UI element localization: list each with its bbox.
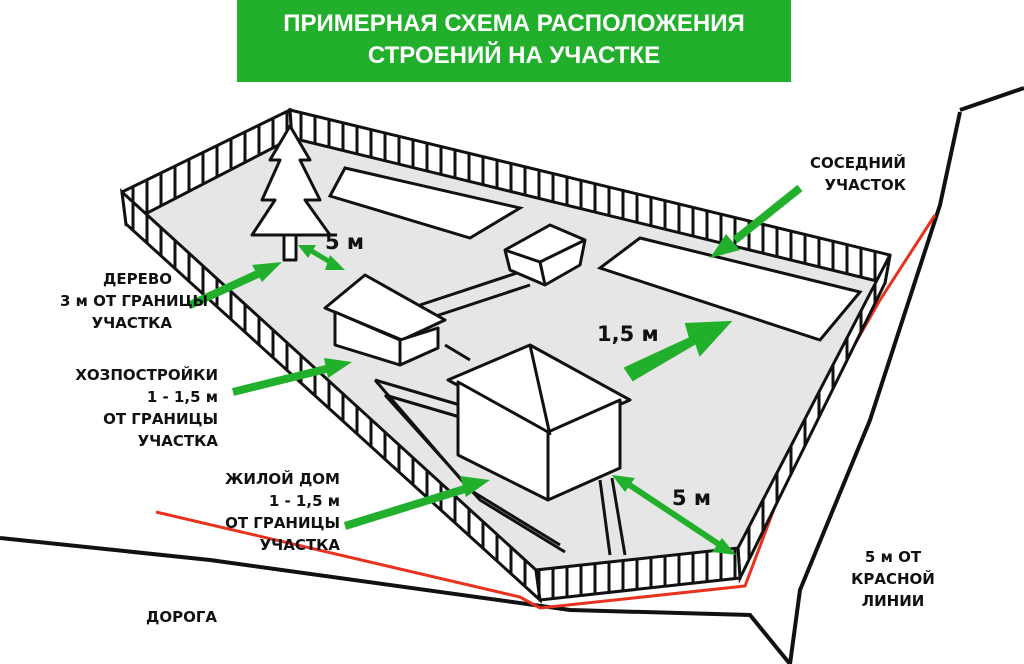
red-line: [155, 214, 937, 610]
label-outbuildings: ХОЗПОСТРОЙКИ 1 - 1,5 м ОТ ГРАНИЦЫ УЧАСТК…: [75, 366, 218, 450]
title-line-1: ПРИМЕРНАЯ СХЕМА РАСПОЛОЖЕНИЯ: [283, 10, 745, 37]
dimension-house-to-fence: 5 м: [672, 486, 712, 510]
garden-bed-right: [596, 236, 863, 342]
title-line-2: СТРОЕНИЙ НА УЧАСТКЕ: [367, 42, 661, 69]
label-neighbor: СОСЕДНИЙ УЧАСТОК: [809, 154, 906, 194]
dimension-neighbor-gap: 1,5 м: [597, 322, 659, 346]
small-shed-icon: [503, 223, 587, 287]
road-edge: [0, 86, 1024, 664]
garden-bed-back: [327, 166, 524, 240]
title-banner: ПРИМЕРНАЯ СХЕМА РАСПОЛОЖЕНИЯ СТРОЕНИЙ НА…: [237, 0, 791, 82]
label-tree: ДЕРЕВО 3 м ОТ ГРАНИЦЫ УЧАСТКА: [60, 270, 209, 332]
label-road: ДОРОГА: [146, 608, 218, 626]
green-arrows: [188, 184, 803, 555]
house-icon: [446, 343, 632, 502]
tree-icon: [250, 124, 332, 262]
label-house: ЖИЛОЙ ДОМ 1 - 1,5 м ОТ ГРАНИЦЫ УЧАСТКА: [225, 470, 340, 554]
label-red-line: 5 м ОТ КРАСНОЙ ЛИНИИ: [851, 548, 935, 610]
outbuilding-icon: [323, 273, 447, 367]
dimension-tree-to-shed: 5 м: [325, 230, 365, 254]
